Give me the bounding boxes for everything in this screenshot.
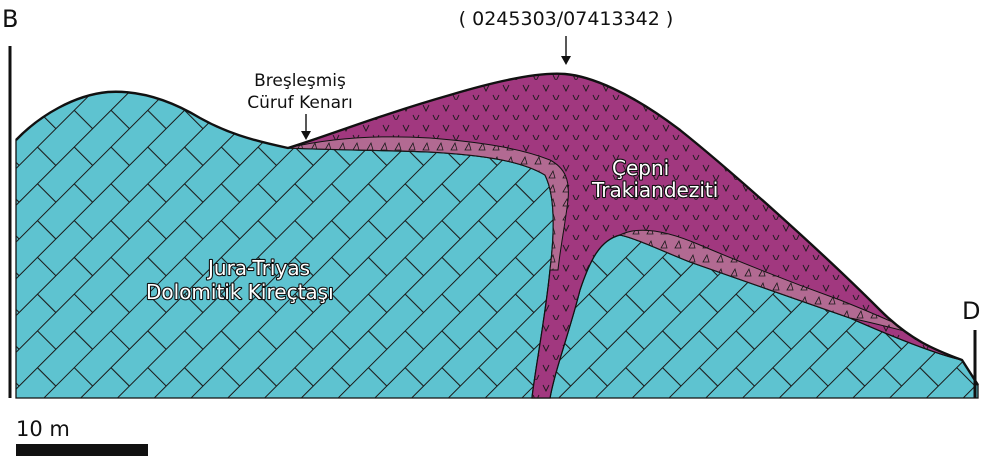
breccia-label-line-2: Cüruf Kenarı — [247, 93, 352, 113]
host-rock-label-line-1: Jura-Triyas — [206, 256, 310, 280]
breccia-label-line-1: Breşleşmiş — [254, 71, 346, 91]
volcanic-unit-label-line-2: Trakiandeziti — [591, 178, 718, 202]
coordinates-label: ( 0245303/07413342 ) — [459, 8, 674, 30]
scale-bar-label: 10 m — [16, 417, 70, 441]
volcanic-unit-label-line-1: Çepni — [612, 156, 669, 180]
section-end-left-label: B — [2, 5, 18, 33]
scale-bar — [16, 444, 148, 456]
coordinates-arrow-icon — [561, 36, 571, 65]
host-rock-label-line-2: Dolomitik Kireçtaşı — [146, 280, 334, 304]
breccia-arrow-icon — [301, 114, 311, 140]
section-end-right-label: D — [962, 297, 980, 325]
